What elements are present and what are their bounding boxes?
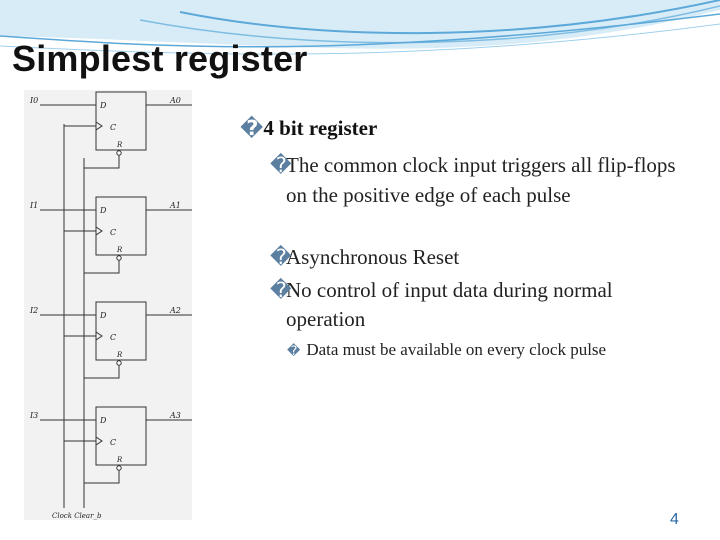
flip-flop-r-label: R (116, 456, 123, 464)
clear-branch-wire (88, 155, 120, 169)
flip-flop-c-label: C (110, 438, 116, 447)
reset-bubble (116, 150, 122, 156)
flip-flop-box (95, 196, 147, 256)
sub-bullet-text: Asynchronous Reset (286, 245, 460, 269)
output-label: A1 (169, 201, 181, 210)
output-label: A3 (169, 411, 181, 420)
flip-flop-d-label: D (99, 101, 107, 110)
register-diagram-panel (24, 90, 192, 520)
input-label: I1 (29, 201, 38, 210)
flip-flop-box (95, 301, 147, 361)
clear-branch-wire (88, 260, 120, 274)
header-swoosh-decoration (0, 0, 720, 55)
flip-flop-box (95, 91, 147, 151)
flip-flop-d-label: D (99, 311, 107, 320)
flip-flop-box (95, 406, 147, 466)
sub-bullet-text: No control of input data during normal o… (286, 278, 613, 331)
bullet-icon: � (270, 245, 292, 269)
bullet-icon: � (270, 153, 292, 177)
bullet-main-text: 4 bit register (263, 116, 378, 140)
bullet-icon: � (240, 116, 264, 140)
sub-bullet-text: The common clock input triggers all flip… (286, 153, 676, 207)
clock-input-triangle (95, 226, 103, 236)
sub-sub-bullet: � Data must be available on every clock p… (287, 340, 606, 360)
reset-bubble (116, 465, 122, 471)
flip-flop-c-label: C (110, 333, 116, 342)
output-label: A0 (169, 96, 181, 105)
sub-bullet-clock: � The common clock input triggers all fl… (270, 150, 680, 210)
flip-flop-d-label: D (99, 416, 107, 425)
clock-input-triangle (95, 331, 103, 341)
output-label: A2 (169, 306, 181, 315)
bullet-icon: � (270, 278, 292, 302)
flip-flop-c-label: C (110, 228, 116, 237)
input-label: I3 (29, 411, 38, 420)
flip-flop-r-label: R (116, 141, 123, 149)
input-label: I0 (29, 96, 38, 105)
input-label: I2 (29, 306, 38, 315)
sub-sub-bullet-text: Data must be available on every clock pu… (306, 340, 607, 359)
sub-bullet-control: � No control of input data during normal… (270, 276, 680, 334)
reset-bubble (116, 255, 122, 261)
flip-flop-r-label: R (116, 246, 123, 254)
flip-flop-r-label: R (116, 351, 123, 359)
clock-input-triangle (95, 121, 103, 131)
flip-flop-d-label: D (99, 206, 107, 215)
clear-branch-wire (88, 365, 120, 379)
sub-bullet-reset: � Asynchronous Reset (270, 242, 680, 273)
bullet-main: �4 bit register (240, 116, 377, 141)
reset-bubble (116, 360, 122, 366)
page-number: 4 (670, 511, 679, 528)
bullet-icon: � (287, 344, 301, 359)
clear-branch-wire (88, 470, 120, 484)
slide-title: Simplest register (12, 38, 308, 79)
clock-clear-label: Clock Clear_b (52, 512, 102, 520)
clock-input-triangle (95, 436, 103, 446)
flip-flop-c-label: C (110, 123, 116, 132)
